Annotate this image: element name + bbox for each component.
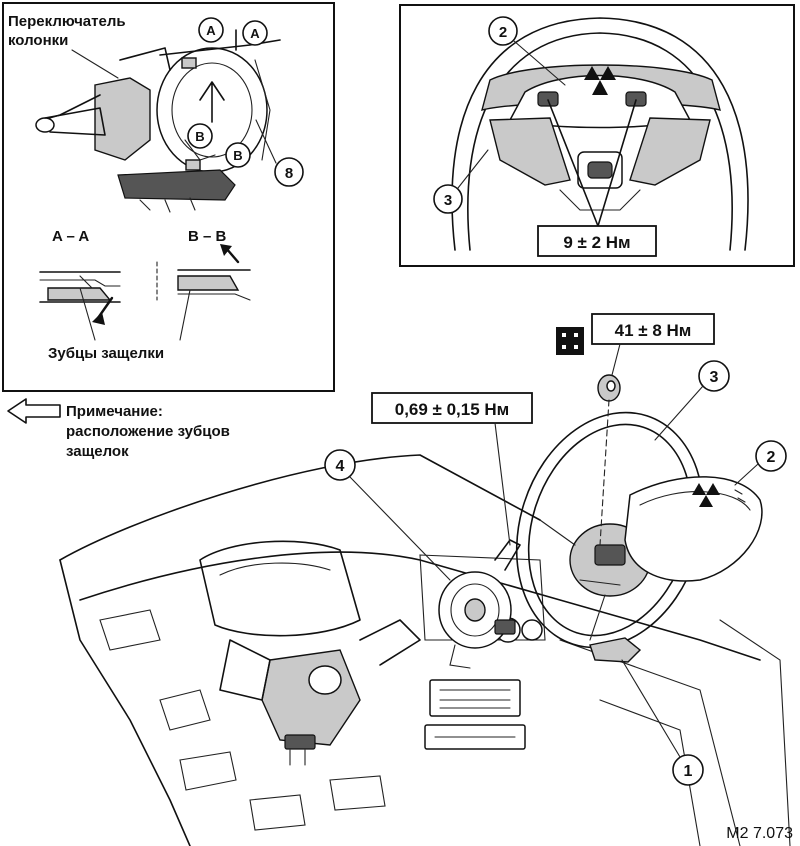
svg-text:4: 4: [336, 458, 345, 475]
note-line3: защелок: [66, 443, 129, 460]
callout-1: 1: [672, 754, 704, 786]
latch-leader-left: [79, 287, 96, 341]
callout-4: 4: [324, 449, 356, 481]
main-mitsubishi-logo: [692, 483, 720, 507]
svg-text:A: A: [206, 23, 216, 38]
inset-mitsubishi-logo: [584, 66, 616, 95]
steering-wheel-inset: 2 3 9 ± 2 Нм: [399, 4, 795, 267]
inset-torque-value: 9 ± 2 Нм: [563, 233, 630, 252]
inset-torque-box: [537, 225, 657, 257]
column-switch-label-line1: Переключатель: [8, 13, 126, 30]
svg-text:3: 3: [444, 192, 452, 209]
torque-leader-left: [547, 99, 599, 227]
nut-torque-leader: [611, 343, 621, 376]
nut-torque-value: 41 ± 8 Нм: [615, 321, 692, 340]
marker-a-left: A: [198, 17, 224, 43]
callout-3-leader: [654, 385, 704, 441]
latch-leader-right: [179, 289, 191, 341]
callout-2: 2: [755, 440, 787, 472]
nut-axis-line: [599, 399, 610, 546]
dashboard-drawing: [59, 454, 791, 846]
svg-text:3: 3: [710, 369, 719, 386]
callout-3: 3: [698, 360, 730, 392]
non-reusable-part-icon: [556, 327, 584, 355]
section-bb-label: B – B: [188, 228, 227, 245]
marker-b-right: B: [225, 142, 251, 168]
latch-teeth-label: Зубцы защелки: [48, 345, 164, 362]
clock-spring-torque-value: 0,69 ± 0,15 Нм: [395, 400, 510, 419]
lower-cover-drawing: [589, 637, 642, 663]
note-arrow-icon: [7, 398, 61, 424]
figure-code: M2 7.073: [726, 825, 793, 842]
svg-text:2: 2: [499, 24, 507, 41]
column-switch-label-line2: колонки: [8, 32, 68, 49]
section-aa-drawing: [39, 271, 121, 325]
clock-spring-drawing: [438, 539, 521, 669]
clock-spring-torque-leader: [494, 422, 511, 546]
svg-text:8: 8: [285, 165, 293, 182]
callout-8: 8: [274, 157, 304, 187]
callout-4-leader: [349, 476, 451, 581]
inset-callout-2: 2: [488, 16, 518, 46]
column-switch-inset: Переключатель колонки A: [2, 2, 335, 392]
airbag-module-drawing: [624, 476, 763, 582]
section-bb-arrow: [220, 244, 232, 256]
callout-8-leader: [255, 119, 277, 164]
svg-text:B: B: [195, 129, 204, 144]
torque-leader-right: [597, 99, 637, 227]
switch-leader-line: [71, 49, 119, 79]
svg-text:A: A: [250, 26, 260, 41]
section-bb-drawing: [177, 244, 251, 301]
column-switch-drawing: [35, 29, 281, 213]
steering-column-drawing: [219, 619, 421, 766]
steering-nut: [597, 374, 621, 402]
inset-callout-2-leader: [513, 40, 566, 86]
svg-text:1: 1: [684, 763, 693, 780]
callout-1-leader: [621, 659, 681, 758]
svg-text:B: B: [233, 148, 242, 163]
svg-text:2: 2: [767, 449, 776, 466]
inset-callout-3: 3: [433, 184, 463, 214]
clock-spring-torque-box: [371, 392, 533, 424]
marker-a-right: A: [242, 20, 268, 46]
inset-callout-3-leader: [457, 149, 489, 189]
inset-steering-wheel-drawing: [451, 17, 749, 251]
note-line2: расположение зубцов: [66, 423, 230, 440]
note-block: Примечание: расположение зубцов защелок: [7, 398, 230, 460]
nut-torque-box: [591, 313, 715, 345]
audio-unit: [429, 679, 521, 717]
callout-2-leader: [734, 463, 759, 486]
section-aa-label: A – A: [52, 228, 89, 245]
section-aa-arrow: [92, 312, 105, 325]
marker-b-left: B: [187, 123, 213, 149]
note-line1: Примечание:: [66, 403, 163, 420]
